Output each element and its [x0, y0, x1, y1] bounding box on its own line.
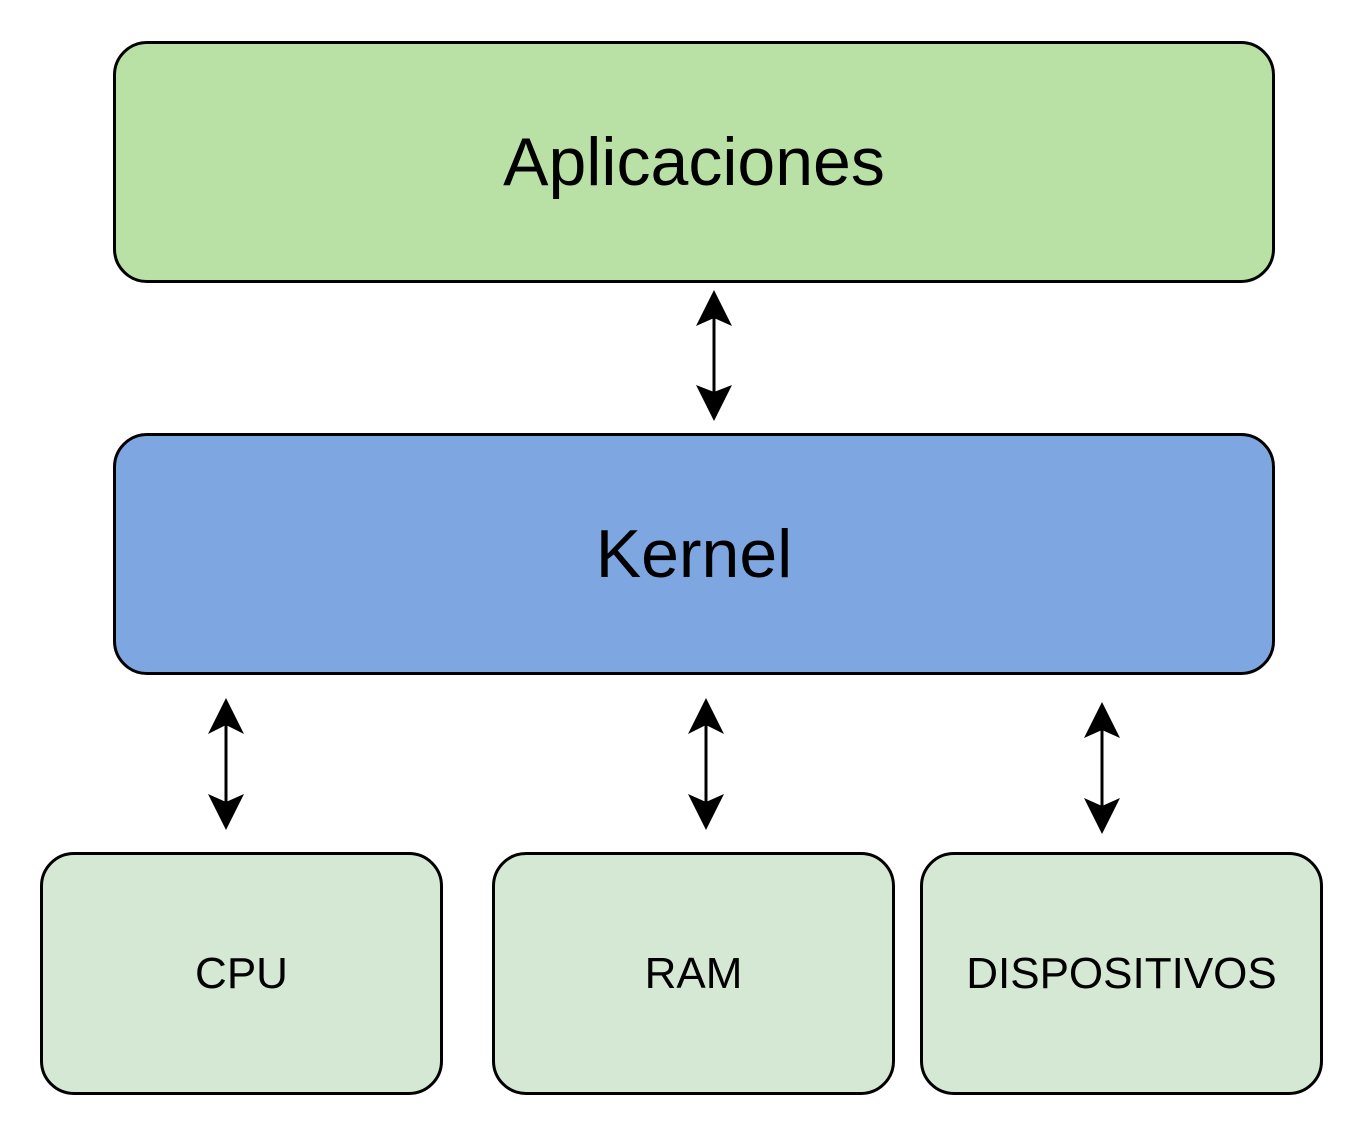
kernel-layer-box: Kernel: [113, 433, 1275, 675]
ram-box: RAM: [492, 852, 895, 1095]
kernel-devices-arrow: [1084, 702, 1120, 834]
cpu-box: CPU: [40, 852, 443, 1095]
kernel-label: Kernel: [595, 516, 793, 592]
kernel-cpu-arrow: [208, 698, 244, 830]
devices-label: DISPOSITIVOS: [966, 948, 1277, 998]
applications-layer-box: Aplicaciones: [113, 41, 1275, 283]
kernel-ram-arrow: [688, 698, 724, 830]
apps-kernel-arrow: [696, 290, 732, 421]
applications-label: Aplicaciones: [503, 124, 885, 200]
devices-box: DISPOSITIVOS: [920, 852, 1323, 1095]
cpu-label: CPU: [195, 948, 288, 998]
ram-label: RAM: [644, 948, 743, 998]
